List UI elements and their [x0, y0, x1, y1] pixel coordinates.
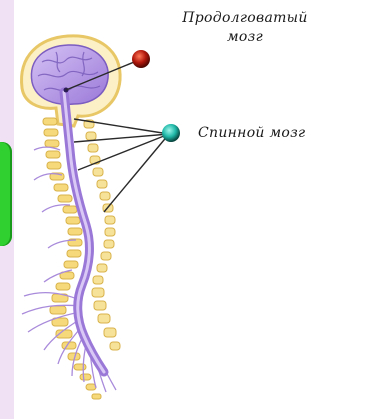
- spinal-cord-marker: [162, 124, 180, 142]
- medulla-label-line2: мозг: [150, 28, 340, 47]
- medulla-marker: [132, 50, 150, 68]
- medulla-label-line1: Продолговатый: [150, 9, 340, 28]
- spinal-cord-label: Спинной мозг: [198, 125, 305, 141]
- medulla-label: Продолговатый мозг: [150, 9, 340, 47]
